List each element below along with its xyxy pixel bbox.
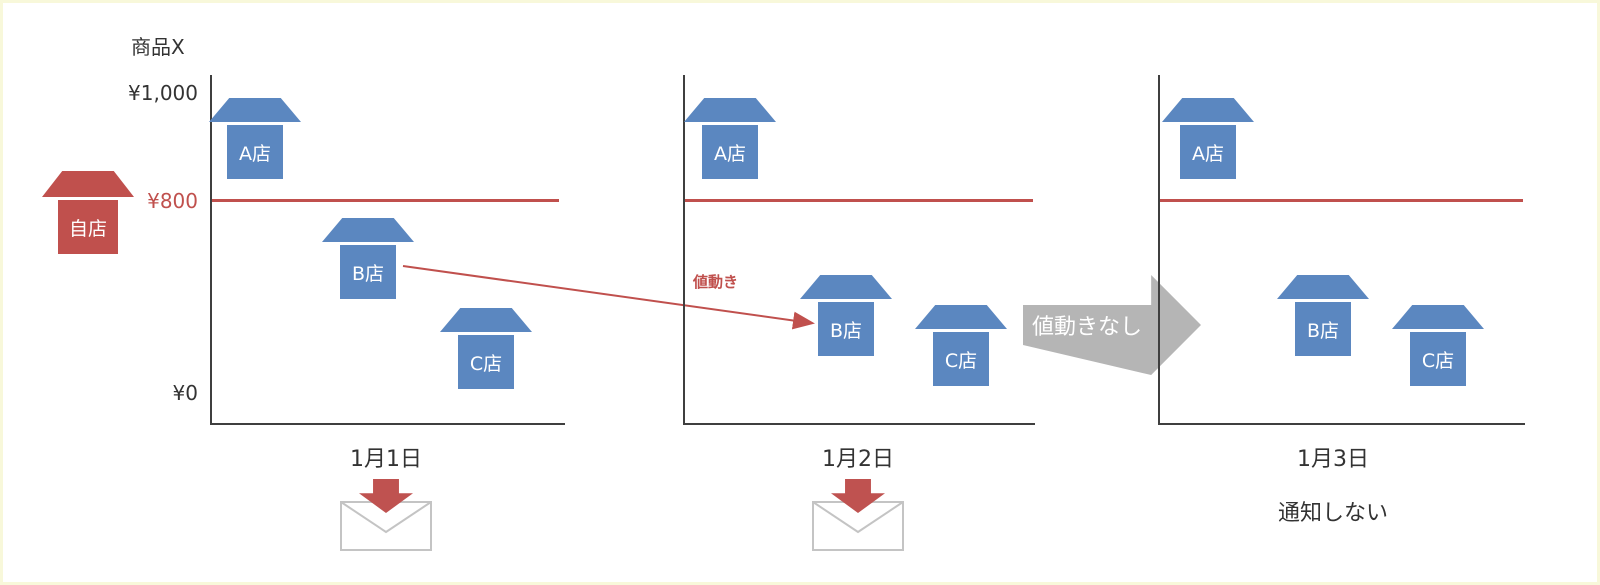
panel2-own-price-line (685, 199, 1033, 202)
house-roof-icon (800, 275, 892, 299)
shop-c-label: C店 (933, 332, 989, 386)
shop-c-house-day3: C店 (1392, 305, 1484, 386)
panel2-y-axis (683, 75, 685, 424)
panel3-own-price-line (1160, 199, 1523, 202)
shop-a-house-day2: A店 (684, 98, 776, 179)
house-roof-icon (322, 218, 414, 242)
panel3-y-axis (1158, 75, 1160, 424)
house-roof-icon (440, 308, 532, 332)
date-label-day2: 1月2日 (822, 447, 894, 472)
panel2-baseline (683, 423, 1035, 425)
mail-icon-day2 (812, 501, 904, 555)
no-change-arrow: 値動きなし (1023, 275, 1201, 375)
own-shop-label: 自店 (58, 200, 118, 254)
own-shop-roof-icon (42, 171, 134, 197)
shop-b-house-day3: B店 (1277, 275, 1369, 356)
shop-c-house-day1: C店 (440, 308, 532, 389)
shop-b-label: B店 (1295, 302, 1351, 356)
shop-b-house-day2: B店 (800, 275, 892, 356)
shop-b-label: B店 (340, 245, 396, 299)
shop-a-house-day1: A店 (209, 98, 301, 179)
house-roof-icon (209, 98, 301, 122)
no-change-label: 値動きなし (1031, 315, 1142, 340)
panel3-baseline (1158, 423, 1525, 425)
y-axis-min-label: ¥0 (172, 381, 198, 405)
house-roof-icon (684, 98, 776, 122)
own-price-label: ¥800 (147, 189, 198, 213)
no-notify-label: 通知しない (1277, 501, 1388, 526)
shop-c-house-day2: C店 (915, 305, 1007, 386)
price-move-label: 値動き (693, 273, 739, 291)
shop-b-house-day1: B店 (322, 218, 414, 299)
shop-a-house-day3: A店 (1162, 98, 1254, 179)
shop-a-label: A店 (227, 125, 283, 179)
own-shop-house: 自店 (42, 171, 134, 254)
shop-a-label: A店 (702, 125, 758, 179)
panel1-baseline (210, 423, 565, 425)
y-axis-max-label: ¥1,000 (128, 81, 198, 105)
panel1-own-price-line (212, 199, 559, 202)
house-roof-icon (1277, 275, 1369, 299)
date-label-day1: 1月1日 (350, 447, 422, 472)
shop-a-label: A店 (1180, 125, 1236, 179)
date-label-day3: 1月3日 (1297, 447, 1369, 472)
house-roof-icon (1392, 305, 1484, 329)
panel1-y-axis (210, 75, 212, 424)
house-roof-icon (1162, 98, 1254, 122)
shop-c-label: C店 (1410, 332, 1466, 386)
house-roof-icon (915, 305, 1007, 329)
shop-c-label: C店 (458, 335, 514, 389)
shop-b-label: B店 (818, 302, 874, 356)
product-title: 商品X (131, 35, 185, 59)
